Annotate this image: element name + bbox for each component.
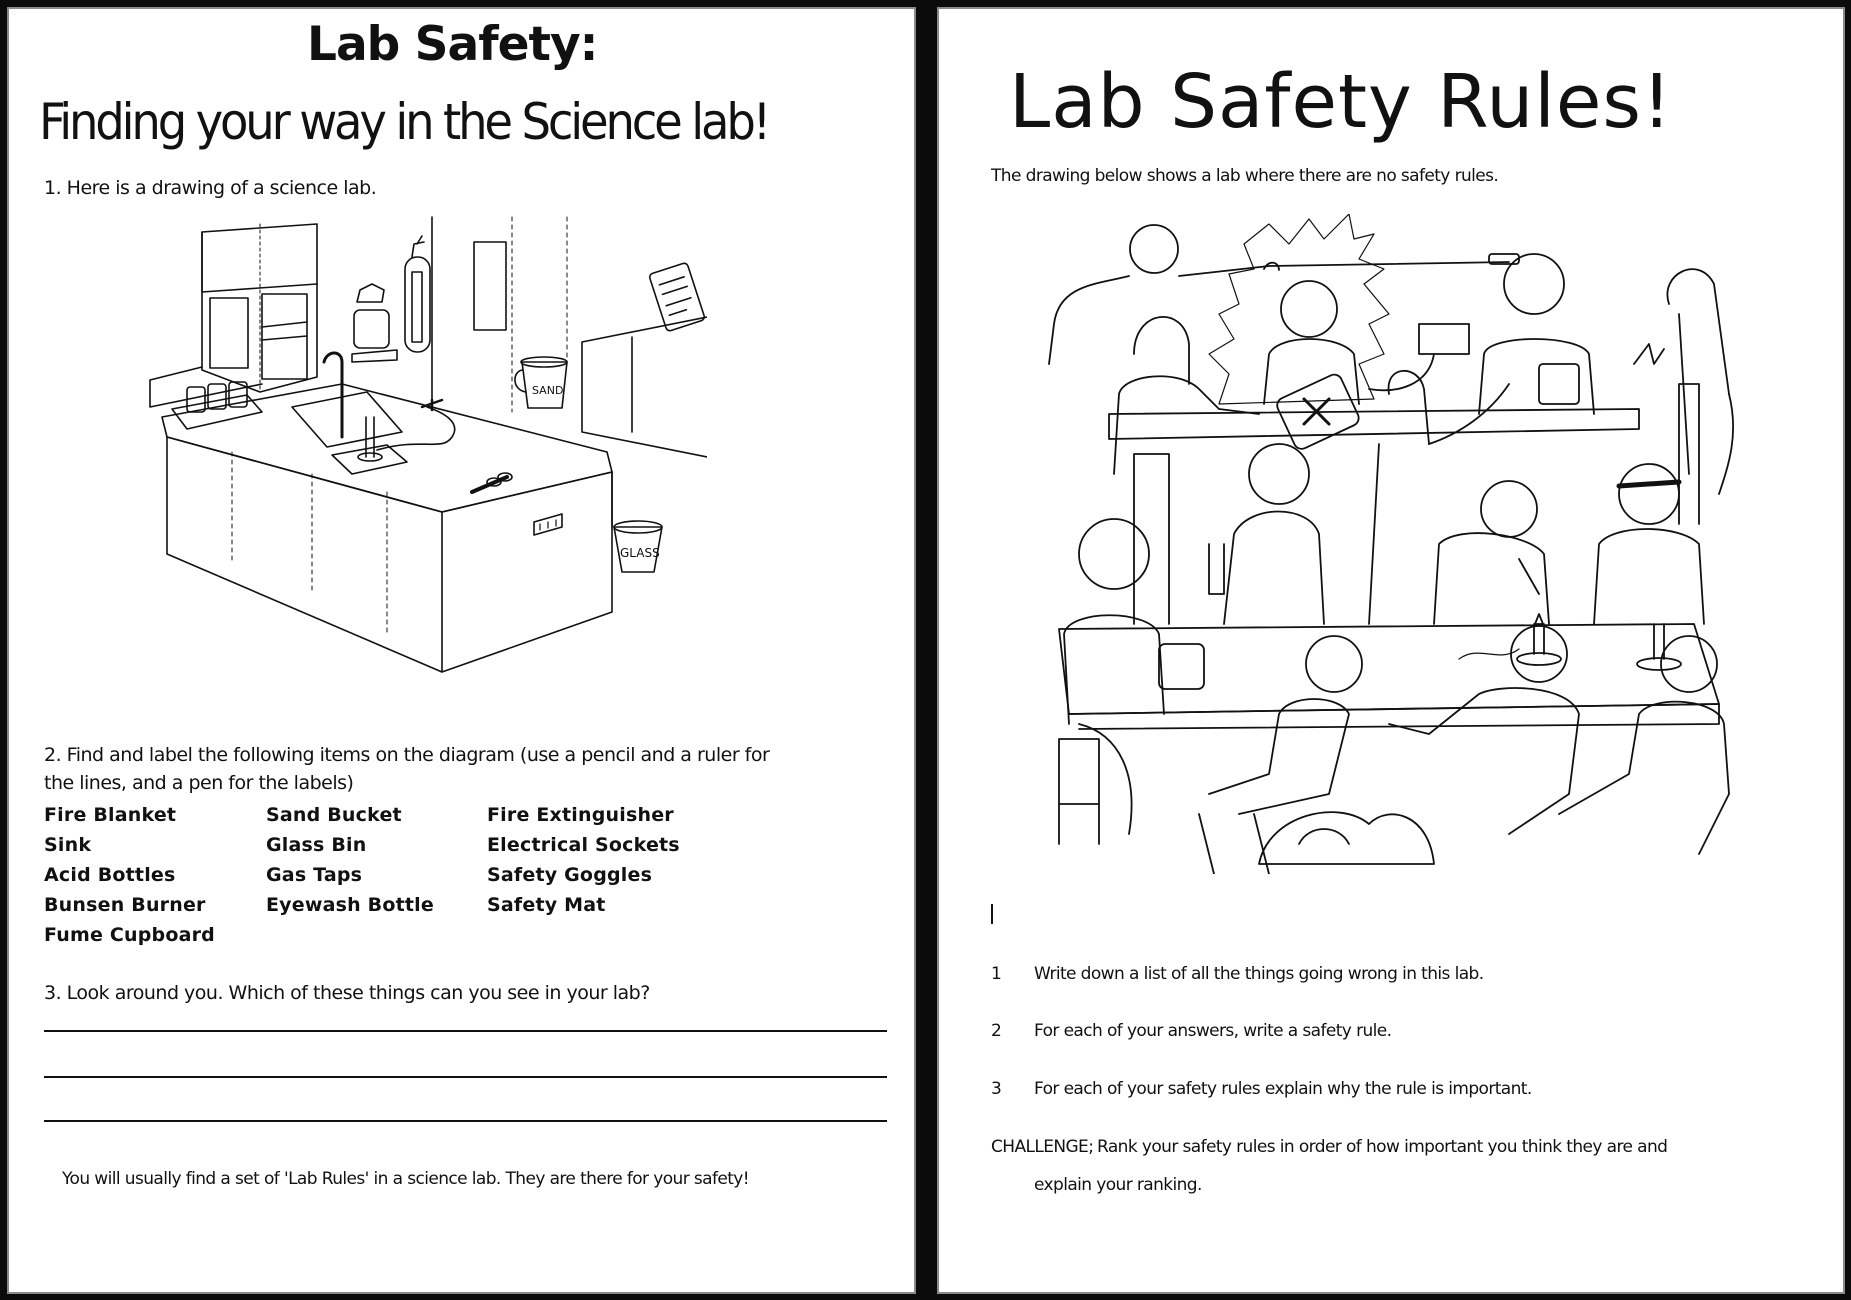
list-item: Glass Bin [266,834,367,856]
person-scared-icon [1063,518,1205,835]
fire-blanket-icon [473,241,507,331]
lab-rules-note: You will usually find a set of 'Lab Rule… [62,1169,750,1189]
list-item: Fume Cupboard [44,924,215,946]
list-item: Bunsen Burner [44,894,206,916]
person-throwing-icon [1048,224,1520,365]
person-goggles-icon [1593,463,1705,625]
task-text: For each of your answers, write a safety… [1034,1021,1392,1041]
person-running-icon [1558,635,1730,855]
sink-icon [291,391,403,448]
intro-text: The drawing below shows a lab where ther… [991,166,1499,186]
test-tube-icon [1208,543,1225,595]
science-lab-drawing: SAND [149,216,707,673]
worksheet-page-left: Lab Safety: Finding your way in the Scie… [7,7,916,1294]
page-title: Lab Safety Rules! [1009,59,1673,145]
bunsen-burner-icon [1636,623,1682,671]
list-item: Eyewash Bottle [266,894,434,916]
answer-line-3[interactable] [44,1120,887,1122]
question-3: 3. Look around you. Which of these thing… [44,982,650,1004]
tap-icon [322,351,344,439]
person-electrocuted-icon [1208,214,1390,405]
fume-cupboard-icon [201,223,318,393]
fire-extinguisher-icon [404,235,431,353]
glass-bin-icon: GLASS [613,520,663,573]
safety-goggles-icon [470,472,513,494]
electrical-socket-icon [1418,323,1470,355]
electrical-sockets-icon [533,513,563,536]
acid-bottles-icon [171,381,263,430]
challenge-text: Rank your safety rules in order of how i… [1097,1137,1668,1157]
bunsen-burner-icon [1516,613,1562,666]
svg-text:GLASS: GLASS [620,546,660,560]
eyewash-bottle-icon [351,283,398,363]
question-2-line1: 2. Find and label the following items on… [44,744,770,766]
person-eating-icon [1478,253,1595,415]
list-item: Safety Mat [487,894,606,916]
person-running-icon [1388,625,1580,835]
page-subtitle: Finding your way in the Science lab! [39,93,771,151]
safety-mat-icon [331,444,408,475]
question-2-line2: the lines, and a pen for the labels) [44,772,354,794]
sand-bucket-icon: SAND [514,356,568,409]
task-text: For each of your safety rules explain wh… [1034,1079,1532,1099]
list-item: Fire Extinguisher [487,804,674,826]
front-bench-icon [1058,623,1720,715]
text-cursor [991,904,993,924]
bags-on-floor-icon [1258,811,1435,865]
person-pouring-icon [1208,373,1360,625]
page-title: Lab Safety: [307,17,598,72]
challenge-label: CHALLENGE; [991,1137,1094,1157]
person-falling-icon [1198,635,1363,874]
task-number: 2 [991,1021,1002,1041]
wall-sign-icon [648,262,706,332]
flame-icon [1633,343,1665,365]
gas-tap-icon [420,398,444,412]
list-item: Safety Goggles [487,864,653,886]
back-bench-icon [1108,408,1640,440]
task-number: 1 [991,964,1002,984]
list-item: Sand Bucket [266,804,402,826]
svg-text:SAND: SAND [532,384,563,397]
list-item: Gas Taps [266,864,363,886]
beaker-icon [1158,643,1205,690]
task-text: Write down a list of all the things goin… [1034,964,1484,984]
tipping-stool-icon [1198,813,1270,874]
person-long-hair-icon [1633,268,1735,495]
person-reaching-icon [1368,369,1510,625]
bunsen-burner-icon [331,406,456,475]
question-1: 1. Here is a drawing of a science lab. [44,177,377,199]
list-item: Sink [44,834,92,856]
answer-line-1[interactable] [44,1030,887,1032]
list-item: Acid Bottles [44,864,176,886]
answer-line-2[interactable] [44,1076,887,1078]
stool-icon [1678,383,1700,525]
list-item: Fire Blanket [44,804,177,826]
challenge-text-continued: explain your ranking. [1034,1175,1202,1195]
task-number: 3 [991,1079,1002,1099]
person-heating-icon [1433,480,1550,625]
unsafe-lab-cartoon [1048,214,1735,874]
list-item: Electrical Sockets [487,834,680,856]
stool-icon [1058,738,1100,845]
person-woman-icon [1113,316,1260,475]
worksheet-page-right: Lab Safety Rules! The drawing below show… [937,7,1845,1294]
